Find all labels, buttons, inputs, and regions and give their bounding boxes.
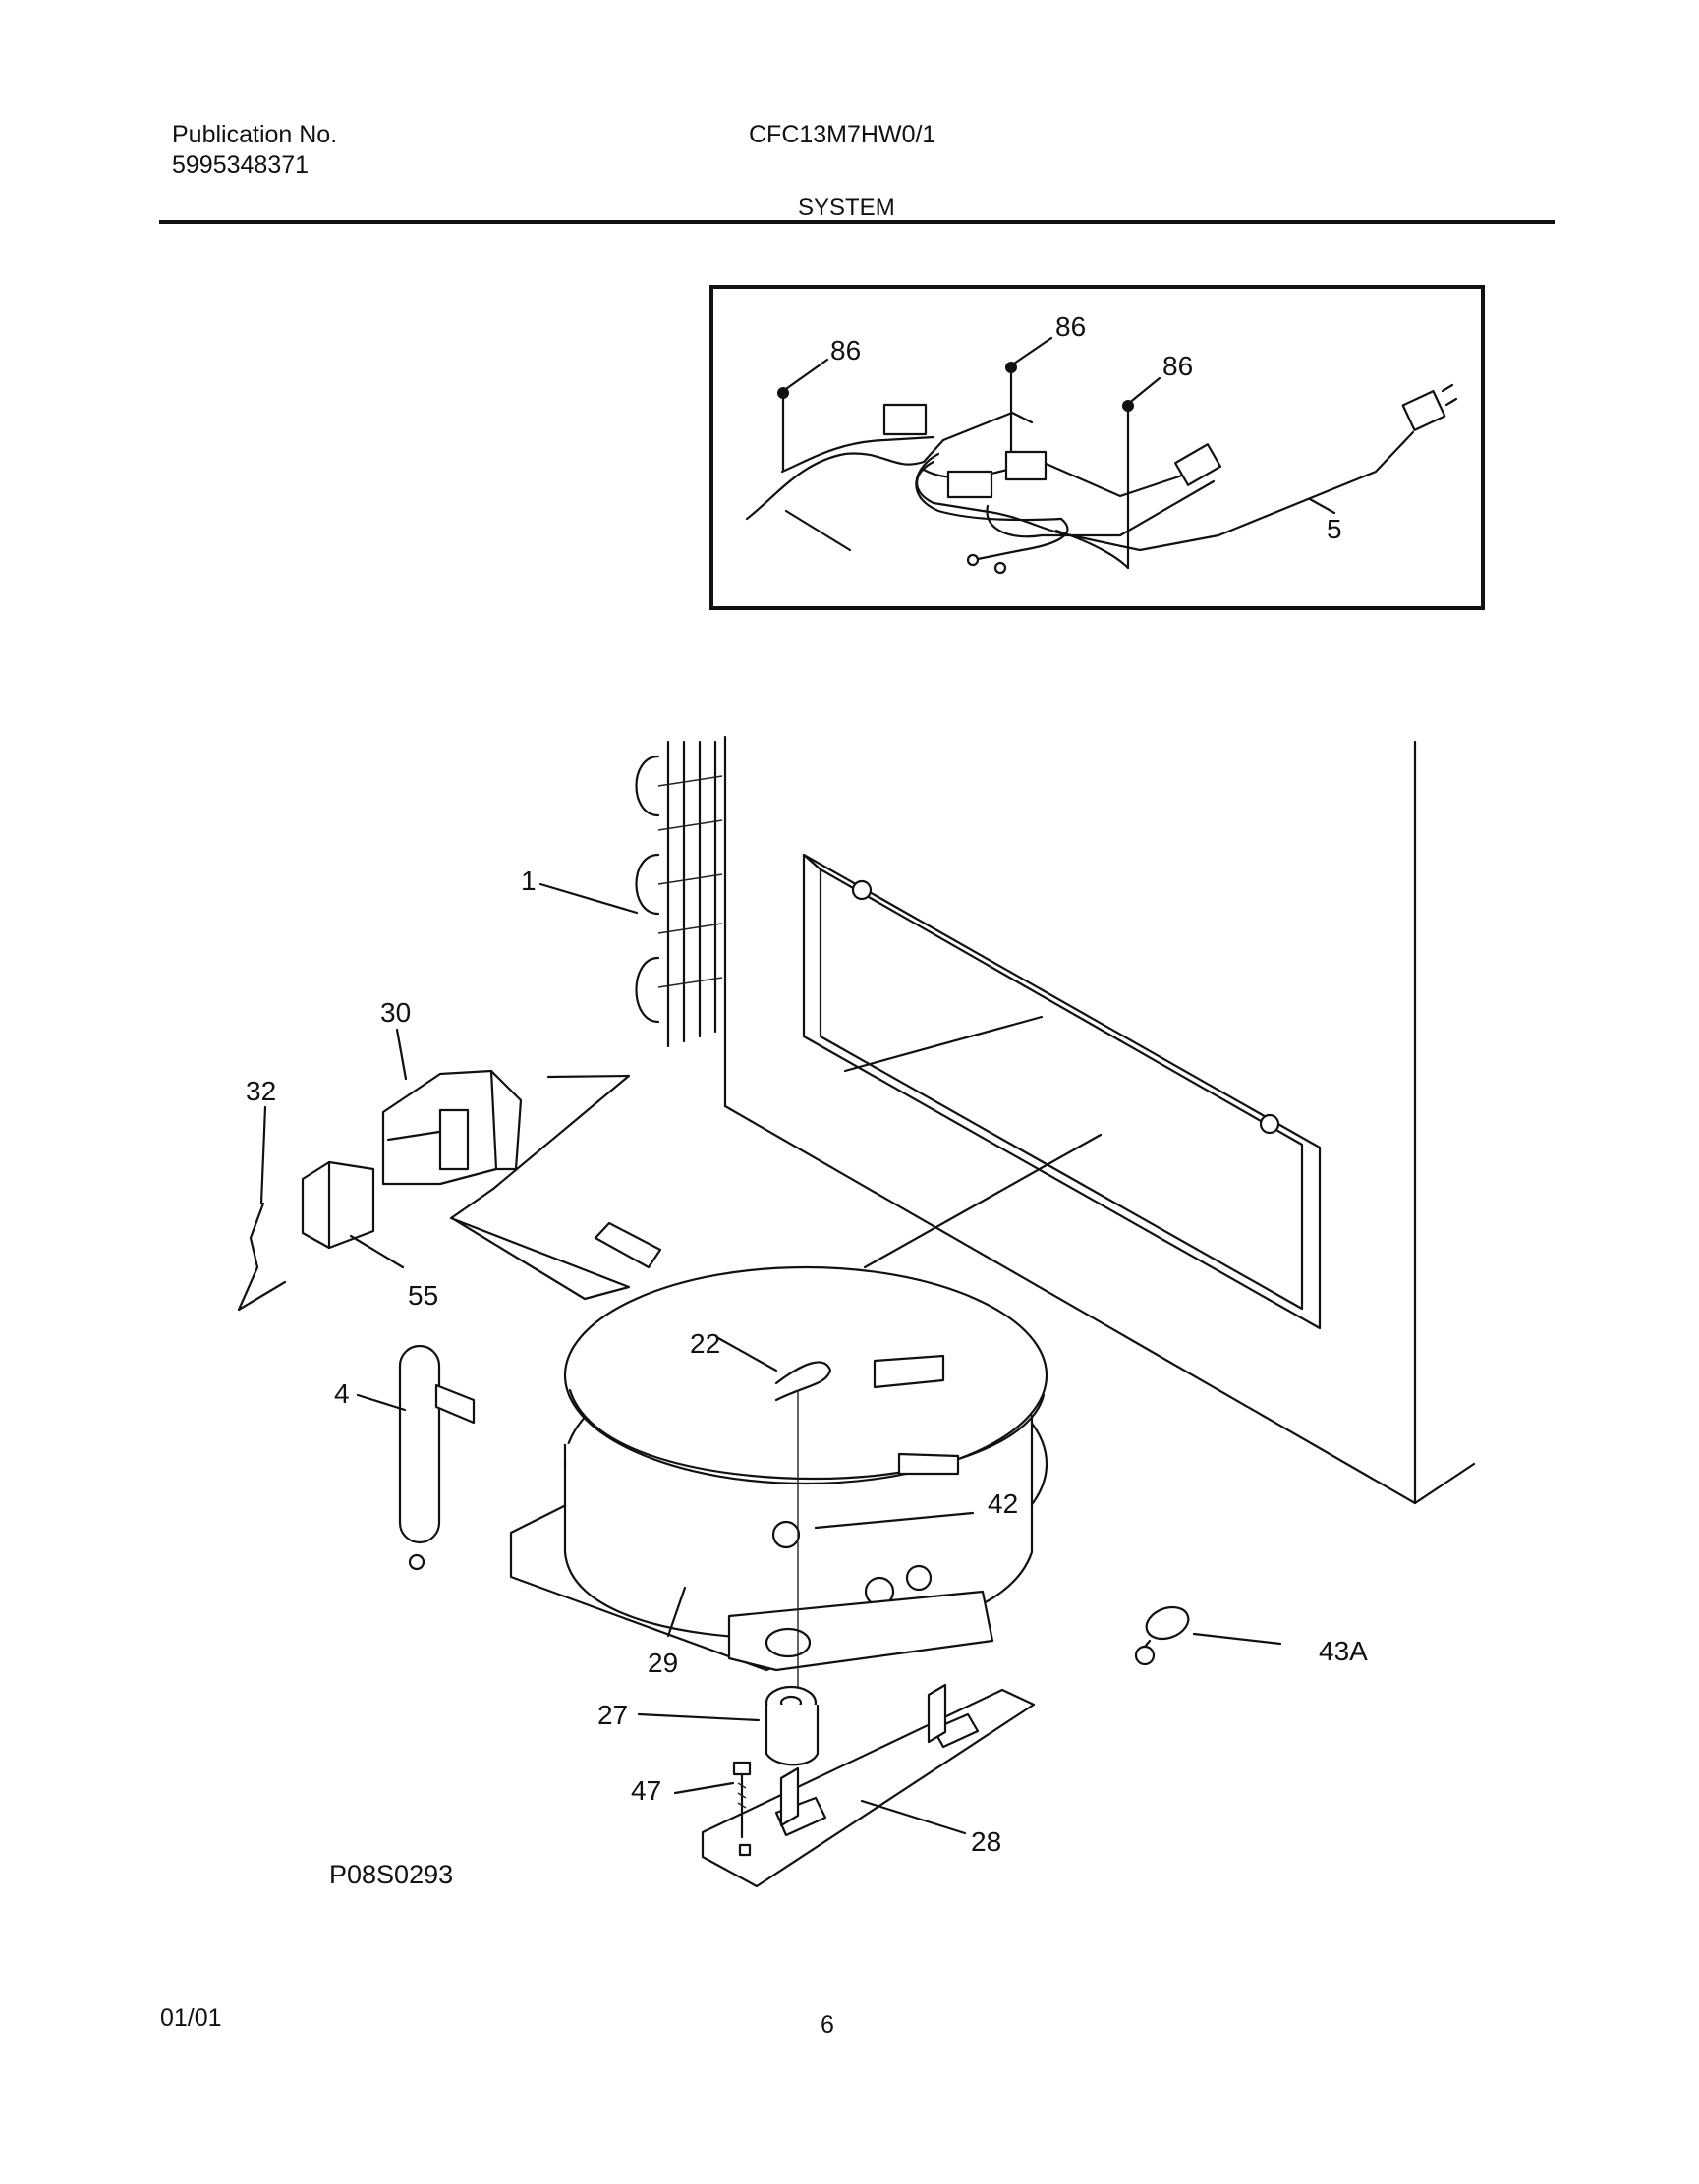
callout-28: 28 (971, 1826, 1001, 1857)
freezer-cabinet (723, 735, 1476, 1505)
filter-drier (398, 1344, 476, 1571)
ring-terminal (966, 553, 980, 567)
callout-29: 29 (648, 1648, 678, 1678)
diagram-code: P08S0293 (329, 1860, 454, 1889)
callout-43a: 43A (1319, 1636, 1368, 1666)
callout-55: 55 (408, 1280, 438, 1311)
inset-frame (709, 285, 1485, 610)
callout-1: 1 (521, 866, 537, 896)
harness-wire (941, 411, 1034, 442)
ground-wire (237, 1202, 287, 1312)
wiring-harness-inset: 86 86 86 5 (709, 285, 1485, 610)
harness-wire (745, 438, 945, 521)
relay-box (301, 1160, 375, 1250)
callout-86-c: 86 (1162, 351, 1193, 381)
callout-22: 22 (690, 1328, 720, 1359)
wire-clip (774, 1361, 832, 1402)
mounting-rail (701, 1683, 1036, 1888)
screw-icon (732, 1761, 752, 1839)
callout-32: 32 (246, 1076, 276, 1106)
callout-42: 42 (988, 1488, 1018, 1519)
harness-wire (986, 479, 1216, 538)
wire-connector (1004, 450, 1048, 481)
wire-connector (1173, 443, 1222, 486)
tubing-clamp (1134, 1605, 1190, 1666)
cover-plate-outline (449, 1074, 631, 1301)
condenser-coil (635, 740, 723, 1048)
harness-wire (915, 452, 1063, 522)
wire-connector (946, 470, 993, 499)
callout-30: 30 (380, 997, 411, 1028)
publication-number: 5995348371 (172, 151, 310, 179)
ring-terminal (993, 561, 1007, 575)
leader-line (781, 358, 829, 393)
model-number: CFC13M7HW0/1 (749, 121, 936, 148)
callout-86-a: 86 (830, 335, 861, 365)
callout-27: 27 (597, 1700, 628, 1730)
leader-lines (259, 882, 1282, 1835)
section-title: SYSTEM (798, 195, 895, 221)
callout-47: 47 (631, 1775, 661, 1806)
relay-bracket (381, 1069, 523, 1186)
screw-icon (1122, 400, 1134, 570)
plug-icon (1401, 383, 1458, 431)
harness-wire (971, 517, 1069, 562)
harness-wire (1054, 529, 1130, 570)
compressor (509, 1221, 1048, 1672)
harness-wire (784, 509, 852, 552)
callout-5: 5 (1327, 514, 1342, 544)
leader-line (1126, 376, 1161, 406)
rubber-grommet (765, 1685, 820, 1766)
leader-line (1308, 497, 1336, 515)
footer-date: 01/01 (160, 2004, 222, 2032)
callout-86-b: 86 (1055, 311, 1086, 342)
harness-wire (780, 435, 935, 474)
wire-connector (882, 403, 928, 436)
leader-line (1009, 336, 1053, 367)
page-number: 6 (821, 2011, 834, 2039)
callout-4: 4 (334, 1378, 350, 1409)
publication-label: Publication No. (172, 121, 338, 148)
header-rule (159, 220, 1555, 224)
